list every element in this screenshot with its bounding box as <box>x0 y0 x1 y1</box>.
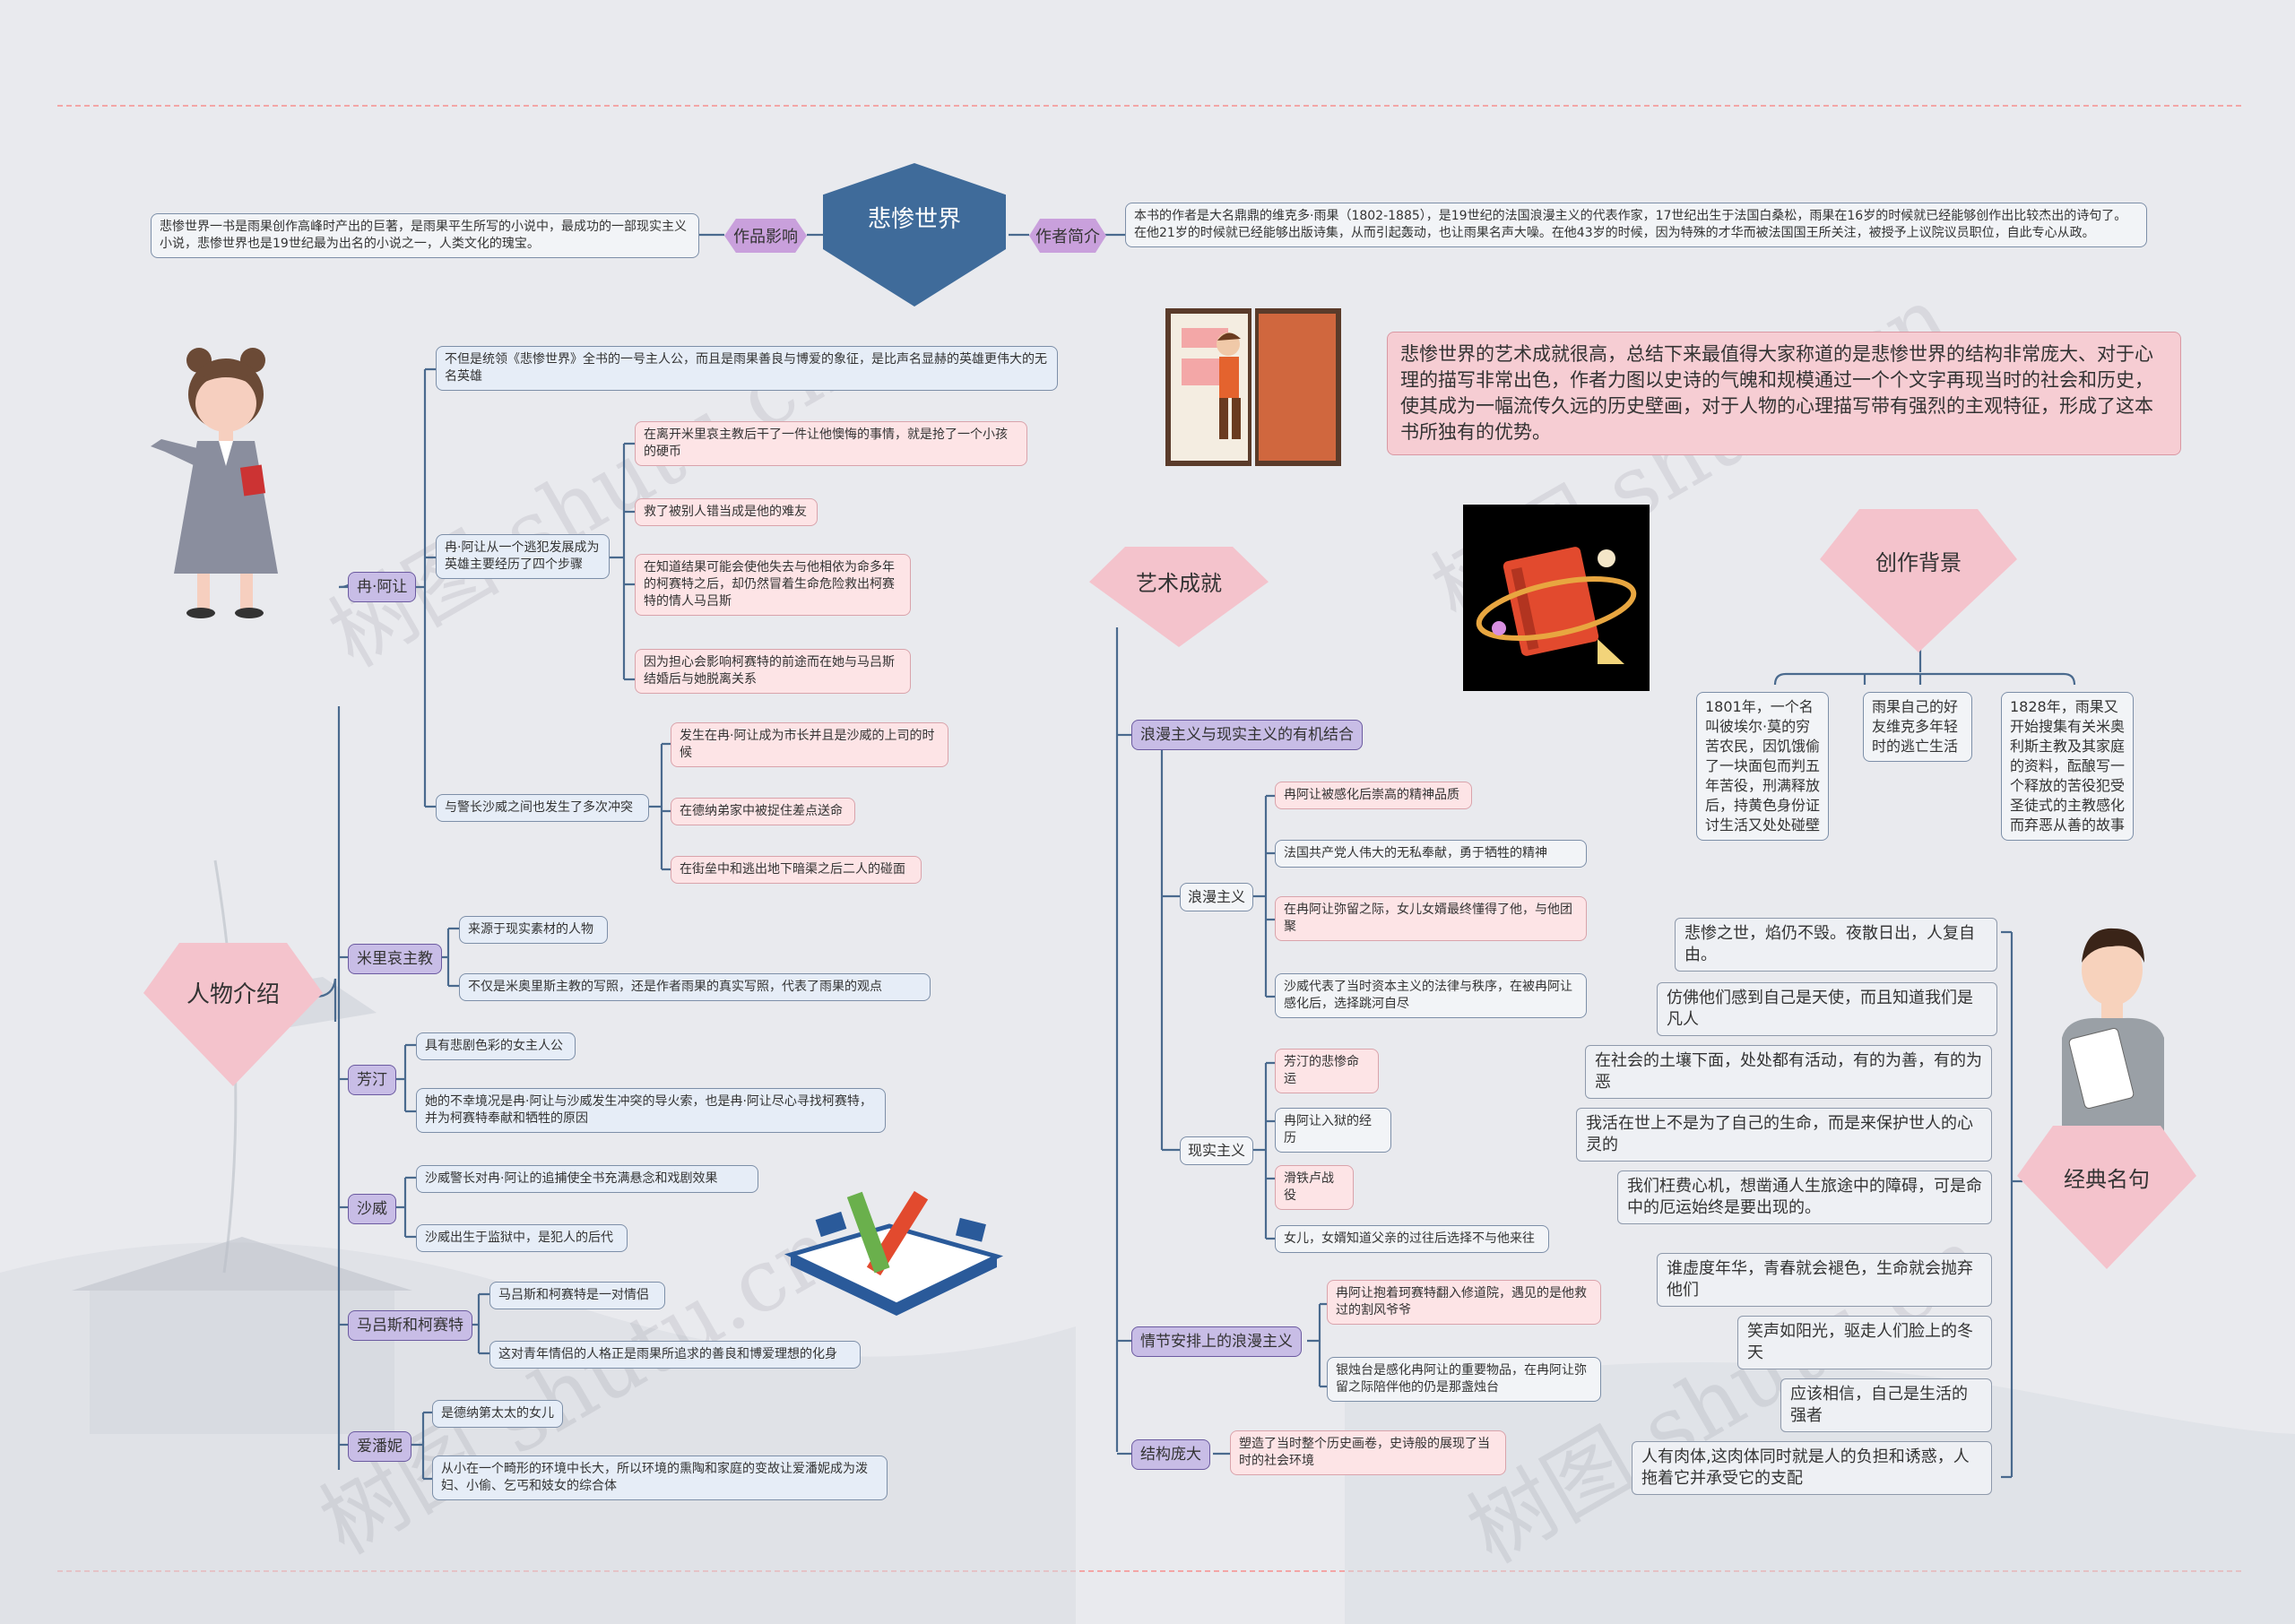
marius-item-1: 马吕斯和柯赛特是一对情侣 <box>489 1282 665 1309</box>
open-book-pencil-illustration <box>784 1190 1004 1316</box>
realist-item-1: 芳汀的悲惨命运 <box>1275 1049 1379 1093</box>
plot-item-2: 银烛台是感化冉阿让的重要物品，在冉阿让弥留之际陪伴他的仍是那盏烛台 <box>1327 1357 1601 1402</box>
quote-1: 悲惨之世，焰仍不毁。夜散日出，人复自由。 <box>1675 918 1997 972</box>
quote-4: 我活在世上不是为了自己的生命，而是来保护世人的心灵的 <box>1576 1108 1992 1162</box>
jean-hero: 不但是统领《悲惨世界》全书的一号主人公，而且是雨果善良与博爱的象征，是比声名显赫… <box>436 346 1058 391</box>
fantine-item-2: 她的不幸境况是冉·阿让与沙威发生冲突的导火索，也是冉·阿让尽心寻找柯赛特，并为柯… <box>416 1088 886 1133</box>
jean-step-4: 因为担心会影响柯赛特的前途而在她与马吕斯结婚后与她脱离关系 <box>635 649 911 694</box>
jean-steps-label: 冉·阿让从一个逃犯发展成为英雄主要经历了四个步骤 <box>436 534 610 579</box>
javert-item-1: 沙威警长对冉·阿让的追捕使全书充满悬念和戏剧效果 <box>416 1165 758 1193</box>
quote-7: 笑声如阳光，驱走人们脸上的冬天 <box>1737 1316 1992 1369</box>
quote-5: 我们枉费心机，想凿通人生旅途中的障碍，可是命中的厄运始终是要出现的。 <box>1617 1170 1992 1224</box>
eponine-item-1: 是德纳第太太的女儿 <box>432 1400 563 1428</box>
myriel-label: 米里哀主教 <box>348 944 442 974</box>
myriel-item-2: 不仅是米奥里斯主教的写照，还是作者雨果的真实写照，代表了雨果的观点 <box>459 973 931 1001</box>
quote-2: 仿佛他们感到自己是天使，而且知道我们是凡人 <box>1657 982 1997 1036</box>
girl-illustration <box>151 348 278 618</box>
romantic-item-2: 法国共产党人伟大的无私奉献，勇于牺牲的精神 <box>1275 840 1587 868</box>
marius-label: 马吕斯和柯赛特 <box>348 1310 472 1341</box>
realist-label: 现实主义 <box>1180 1136 1254 1165</box>
marius-item-2: 这对青年情侣的人格正是雨果所追求的善良和博爱理想的化身 <box>489 1341 861 1369</box>
author-text: 本书的作者是大名鼎鼎的维克多·雨果（1802-1885），是19世纪的法国浪漫主… <box>1125 203 2147 247</box>
jean-step-2: 救了被别人错当成是他的难友 <box>635 498 818 526</box>
plot-item-1: 冉阿让抱着珂赛特翻入修道院，遇见的是他救过的割风爷爷 <box>1327 1280 1601 1325</box>
man-tablet-illustration <box>2062 928 2164 1131</box>
romantic-item-3: 在冉阿让弥留之际，女儿女婿最终懂得了他，与他团聚 <box>1275 896 1587 941</box>
realist-item-4: 女儿，女婿知道父亲的过往后选择不与他来往 <box>1275 1225 1549 1253</box>
jean-conflict-2: 在德纳弟家中被捉住差点送命 <box>671 798 855 825</box>
bottom-dashed-border <box>57 1570 2241 1572</box>
quote-8: 应该相信，自己是生活的强者 <box>1780 1378 1992 1432</box>
red-book-illustration <box>1463 505 1650 691</box>
eponine-label: 爱潘妮 <box>348 1431 411 1462</box>
eponine-item-2: 从小在一个畸形的环境中长大，所以环境的熏陶和家庭的变故让爱潘妮成为泼妇、小偷、乞… <box>432 1456 888 1500</box>
fantine-item-1: 具有悲剧色彩的女主人公 <box>416 1032 576 1060</box>
javert-item-2: 沙威出生于监狱中，是犯人的后代 <box>416 1224 628 1252</box>
jean-step-1: 在离开米里哀主教后干了一件让他懊悔的事情，就是抢了一个小孩的硬币 <box>635 421 1027 466</box>
jean-conflict-label: 与警长沙威之间也发生了多次冲突 <box>436 794 649 822</box>
fantine-label: 芳汀 <box>348 1065 396 1095</box>
structure-item-1: 塑造了当时整个历史画卷，史诗般的展现了当时的社会环境 <box>1230 1430 1506 1475</box>
background-item-2: 雨果自己的好友维克多年轻时的逃亡生活 <box>1863 692 1972 762</box>
realist-item-2: 冉阿让入狱的经历 <box>1275 1108 1391 1153</box>
structure-label: 结构庞大 <box>1131 1439 1210 1470</box>
background-item-1: 1801年，一个名叫彼埃尔·莫的穷苦农民，因饥饿偷了一块面包而判五年苦役，刑满释… <box>1696 692 1829 841</box>
jean-step-3: 在知道结果可能会使他失去与他相依为命多年的柯赛特之后，却仍然冒着生命危险救出柯赛… <box>635 554 911 616</box>
label-influence: 作品影响 <box>724 219 807 253</box>
jean-conflict-1: 发生在冉·阿让成为市长并且是沙威的上司的时候 <box>671 722 948 767</box>
romantic-item-4: 沙威代表了当时资本主义的法律与秩序，在被冉阿让感化后，选择跳河自尽 <box>1275 973 1587 1018</box>
background-item-3: 1828年，雨果又开始搜集有关米奥利斯主教及其家庭的资料，酝酿写一个释放的苦役犯… <box>2001 692 2134 841</box>
romantic-label: 浪漫主义 <box>1180 883 1254 911</box>
label-author: 作者简介 <box>1029 219 1106 253</box>
realist-item-3: 滑铁卢战役 <box>1275 1165 1354 1210</box>
plot-label: 情节安排上的浪漫主义 <box>1131 1326 1302 1357</box>
jean-conflict-3: 在街垒中和逃出地下暗渠之后二人的碰面 <box>671 856 922 884</box>
boy-book-illustration <box>1165 308 1341 466</box>
top-dashed-border <box>57 105 2241 107</box>
page-title: 悲惨世界 <box>867 205 961 233</box>
romantic-item-1: 冉阿让被感化后崇高的精神品质 <box>1275 782 1472 809</box>
art-summary: 悲惨世界的艺术成就很高，总结下来最值得大家称道的是悲惨世界的结构非常庞大、对于心… <box>1387 332 2181 455</box>
quote-6: 谁虚度年华，青春就会褪色，生命就会抛弃他们 <box>1657 1253 1992 1307</box>
javert-label: 沙威 <box>348 1194 396 1224</box>
myriel-item-1: 来源于现实素材的人物 <box>459 916 608 944</box>
influence-text: 悲惨世界一书是雨果创作高峰时产出的巨著，是雨果平生所写的小说中，最成功的一部现实… <box>151 213 699 258</box>
quote-9: 人有肉体,这肉体同时就是人的负担和诱惑，人拖着它并承受它的支配 <box>1632 1441 1992 1495</box>
quote-3: 在社会的土壤下面，处处都有活动，有的为善，有的为恶 <box>1585 1045 1992 1099</box>
jean-label: 冉·阿让 <box>348 572 417 602</box>
combine-label: 浪漫主义与现实主义的有机结合 <box>1131 720 1363 750</box>
